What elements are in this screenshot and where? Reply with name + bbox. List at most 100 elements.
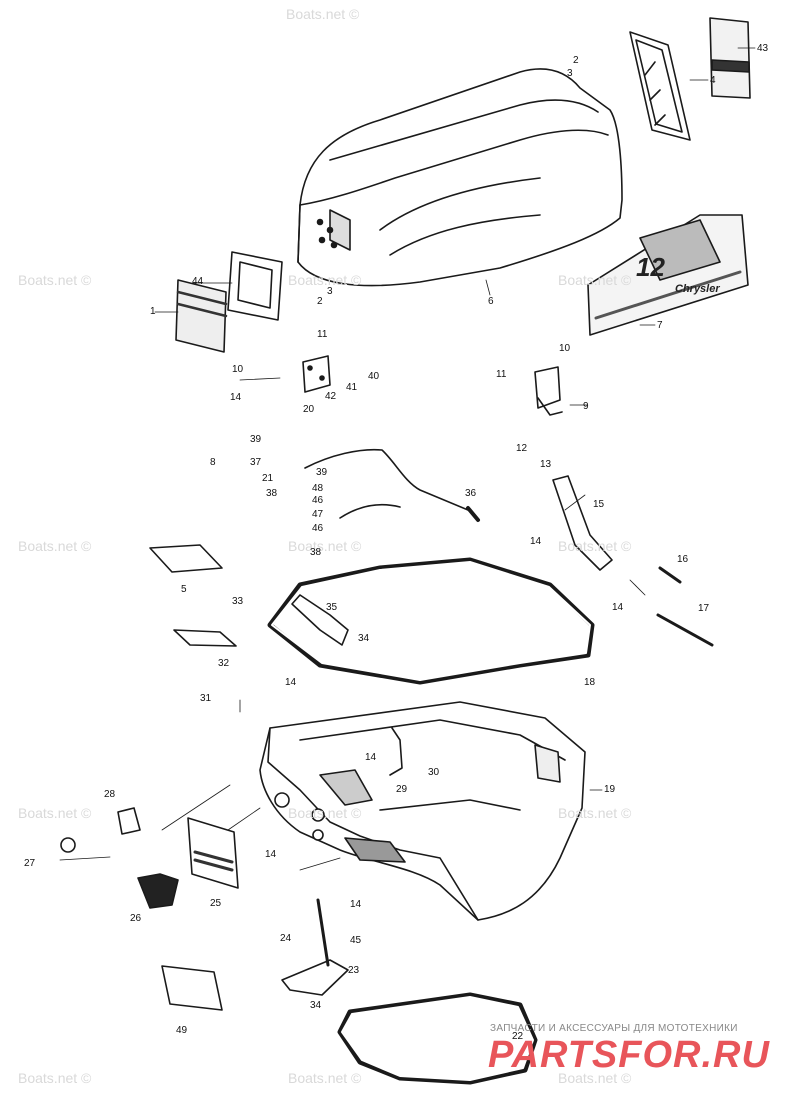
callout: 20 — [303, 404, 315, 415]
callout: 14 — [530, 536, 542, 547]
callout: 36 — [465, 488, 477, 499]
callout: 14 — [612, 602, 624, 613]
callout: 5 — [181, 584, 187, 595]
callout: 48 — [312, 483, 324, 494]
hinge-9 — [534, 366, 563, 416]
knob-26 — [137, 873, 179, 909]
plate-32 — [173, 629, 237, 647]
watermark: Boats.net © — [288, 805, 362, 821]
callout: 26 — [130, 913, 142, 924]
callout: 10 — [559, 343, 571, 354]
callout: 1 — [150, 306, 156, 317]
callout: 14 — [285, 677, 297, 688]
callout: 14 — [350, 899, 362, 910]
callout: 46 — [312, 495, 324, 506]
callout: 15 — [593, 499, 605, 510]
callout: 34 — [358, 633, 370, 644]
watermark: Boats.net © — [18, 538, 92, 554]
callout: 40 — [368, 371, 380, 382]
callout: 9 — [583, 401, 589, 412]
callout: 4 — [710, 75, 716, 86]
callout: 24 — [280, 933, 292, 944]
rod-45 — [316, 898, 330, 967]
callout: 22 — [512, 1031, 524, 1042]
watermark: Boats.net © — [286, 6, 360, 22]
callout: 11 — [496, 369, 507, 380]
decal-number: 12 — [636, 252, 665, 282]
watermark: Boats.net © — [558, 538, 632, 554]
decal-brand: Chrysler — [675, 283, 720, 295]
callout: 3 — [567, 68, 573, 79]
callout: 27 — [24, 858, 36, 869]
watermark: Boats.net © — [18, 805, 92, 821]
grommet-27 — [60, 837, 76, 853]
top-cowl — [297, 68, 623, 287]
callout: 18 — [584, 677, 596, 688]
callout: 29 — [396, 784, 408, 795]
callout: 41 — [346, 382, 358, 393]
lever-15 — [552, 475, 682, 584]
callout: 6 — [488, 296, 494, 307]
callout: 2 — [317, 296, 323, 307]
callout: 13 — [540, 459, 552, 470]
gasket-22 — [337, 992, 538, 1085]
callout: 21 — [262, 473, 274, 484]
hinge-42 — [302, 355, 331, 393]
callout: 39 — [316, 467, 328, 478]
callout: 47 — [312, 509, 324, 520]
callout: 11 — [317, 329, 328, 340]
callout: 46 — [312, 523, 324, 534]
callout: 14 — [230, 392, 242, 403]
lever-23 — [281, 959, 349, 996]
arm-35 — [291, 594, 349, 646]
clip-29 — [389, 727, 403, 776]
callout: 23 — [348, 965, 360, 976]
plate-25 — [187, 817, 239, 889]
rod-17 — [656, 613, 714, 647]
callout: 34 — [310, 1000, 322, 1011]
callout: 14 — [265, 849, 277, 860]
pin-28 — [117, 807, 141, 835]
callout: 32 — [218, 658, 230, 669]
callout: 16 — [677, 554, 689, 565]
callout: 42 — [325, 391, 337, 402]
callout: 17 — [698, 603, 710, 614]
callout: 28 — [104, 789, 116, 800]
callout: 31 — [200, 693, 212, 704]
callout: 7 — [657, 320, 663, 331]
callout: 33 — [232, 596, 244, 607]
decal-43 — [709, 17, 751, 99]
callout: 8 — [210, 457, 216, 468]
lower-cowl — [259, 701, 586, 921]
callout: 37 — [250, 457, 262, 468]
watermark: Boats.net © — [18, 272, 92, 288]
callout: 3 — [327, 286, 333, 297]
callout: 38 — [266, 488, 278, 499]
callout: 38 — [310, 547, 322, 558]
plate-4 — [629, 31, 691, 141]
brand-tagline: ЗАПЧАСТИ И АКСЕССУАРЫ ДЛЯ МОТОТЕХНИКИ — [490, 1023, 738, 1034]
watermark: Boats.net © — [18, 1070, 92, 1086]
plate-5 — [149, 544, 223, 573]
callout: 12 — [516, 443, 528, 454]
callout: 49 — [176, 1025, 188, 1036]
callout: 2 — [573, 55, 579, 66]
watermark: Boats.net © — [288, 1070, 362, 1086]
watermark: Boats.net © — [558, 272, 632, 288]
watermark: Boats.net © — [558, 805, 632, 821]
callout: 35 — [326, 602, 338, 613]
callout: 39 — [250, 434, 262, 445]
plate-49 — [161, 965, 223, 1011]
watermark: Boats.net © — [558, 1070, 632, 1086]
bracket-44 — [227, 251, 283, 321]
brand-logo: PARTSFOR.RU — [488, 1034, 770, 1076]
callout: 45 — [350, 935, 362, 946]
callout: 10 — [232, 364, 244, 375]
decal-1 — [175, 279, 228, 353]
gasket-18 — [267, 557, 595, 685]
callout: 30 — [428, 767, 440, 778]
watermark: Boats.net © — [288, 272, 362, 288]
callout: 44 — [192, 276, 204, 287]
callout: 14 — [365, 752, 377, 763]
